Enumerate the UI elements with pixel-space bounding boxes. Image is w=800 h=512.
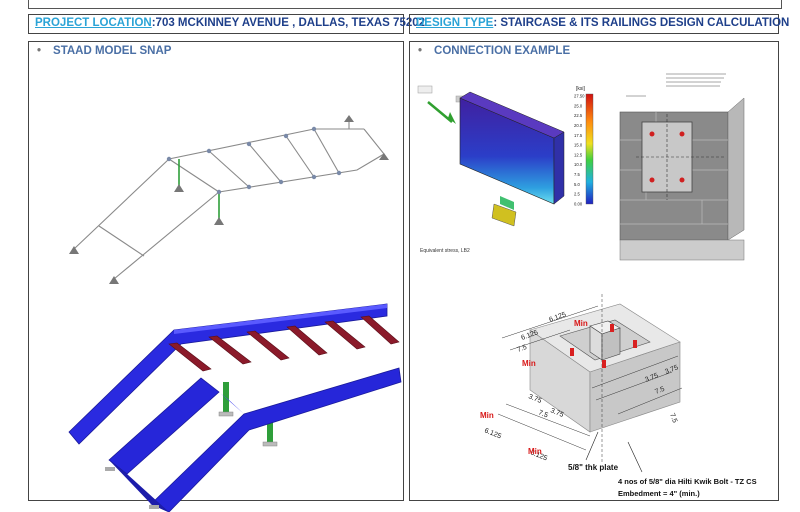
plate-thickness-label: 5/8" thk plate [568, 463, 619, 472]
connection-example-panel: •CONNECTION EXAMPLE [409, 41, 779, 501]
top-frame [28, 0, 782, 9]
stress-plot-caption: Equivalent stress, LB2 [420, 248, 470, 254]
stress-scale-tick: 15.0 [574, 143, 583, 148]
stress-scale-tick: 25.0 [574, 103, 583, 108]
min-edge-label: Min [528, 447, 542, 456]
dim-label: 3.75 [664, 364, 679, 376]
stress-scale-tick: 27.50 [574, 94, 585, 99]
bolt-spec-label: 4 nos of 5/8" dia Hilti Kwik Bolt - TZ C… [618, 477, 757, 486]
dim-label: 6.125 [483, 427, 502, 440]
staad-model-title: •STAAD MODEL SNAP [37, 45, 172, 57]
staad-3d-model [68, 303, 402, 512]
base-plate-3d-detail: 6.125 6.125 6.125 6.125 3.75 3.75 3.75 3… [480, 294, 757, 498]
bullet-icon: • [418, 45, 423, 57]
dim-label: 3.75 [549, 407, 564, 419]
bullet-icon: • [37, 45, 42, 57]
stress-scale-tick: 17.5 [574, 133, 583, 138]
dim-label: 7.5 [654, 386, 666, 396]
project-location-key: PROJECT LOCATION [35, 17, 152, 29]
dim-label: 3.75 [527, 393, 542, 405]
embedment-label: Embedment = 4" (min.) [618, 489, 700, 498]
anchor-plate-elevation [619, 73, 745, 261]
stress-scale-tick: 20.0 [574, 123, 583, 128]
dim-label: 7.5 [537, 409, 549, 419]
staad-model-panel: •STAAD MODEL SNAP [28, 41, 404, 512]
min-edge-label: Min [574, 319, 588, 328]
fe-stress-plot: Equivalent stress, LB2 [ksi] 27.50 25.0 22… [417, 85, 594, 254]
dim-label: 7.5 [516, 344, 528, 354]
stress-scale-tick: 7.5 [574, 172, 580, 177]
stress-scale-tick: 0.00 [574, 202, 583, 207]
stress-scale-tick: 2.5 [574, 192, 580, 197]
staad-wireframe-model [69, 115, 389, 284]
min-edge-label: Min [480, 411, 494, 420]
stress-scale-tick: 10.0 [574, 162, 583, 167]
design-type-header: DESIGN TYPE: STAIRCASE & ITS RAILINGS DE… [409, 14, 789, 34]
connection-example-title: •CONNECTION EXAMPLE [418, 45, 571, 57]
min-edge-label: Min [522, 359, 536, 368]
dim-label: 3.75 [644, 372, 659, 384]
design-type-value: : STAIRCASE & ITS RAILINGS DESIGN CALCUL… [493, 17, 790, 29]
dim-label: 7.5 [668, 412, 678, 424]
stress-scale-tick: 5.0 [574, 182, 580, 187]
project-location-value: :703 MCKINNEY AVENUE , DALLAS, TEXAS 752… [151, 17, 426, 29]
design-type-key: DESIGN TYPE [416, 17, 494, 29]
stress-unit-label: [ksi] [576, 86, 586, 92]
project-location-header: PROJECT LOCATION:703 MCKINNEY AVENUE , D… [28, 14, 425, 34]
stress-scale-tick: 22.5 [574, 113, 583, 118]
stress-scale-tick: 12.5 [574, 152, 583, 157]
